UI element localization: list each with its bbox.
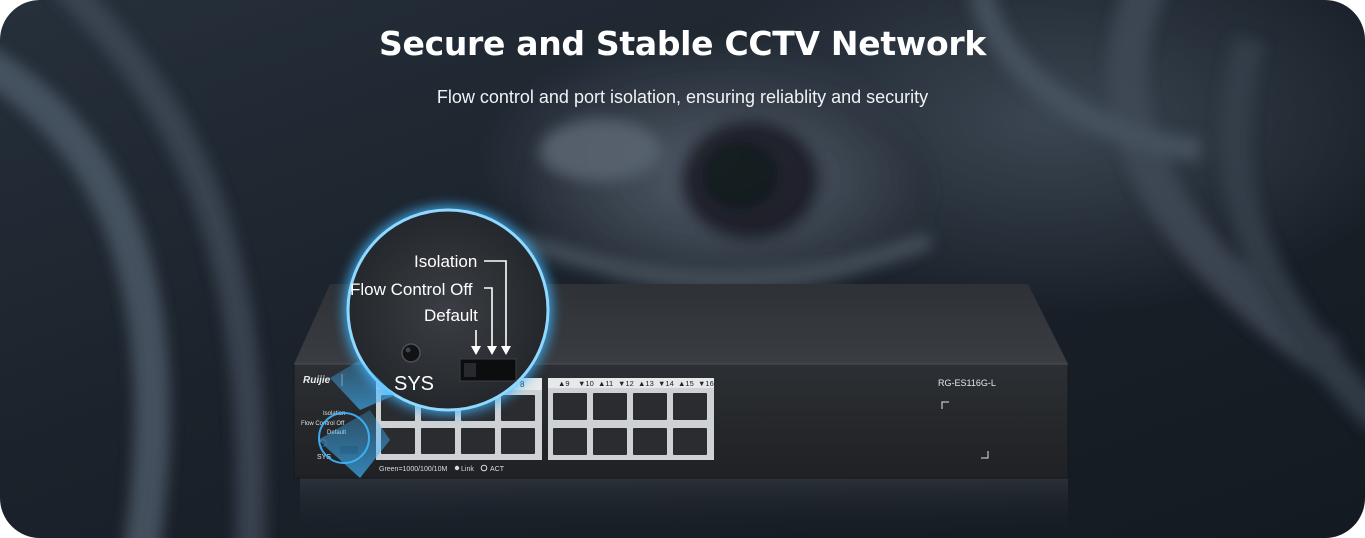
sys-led-icon	[401, 343, 421, 363]
ethernet-port	[593, 393, 627, 420]
port-label: ▲13	[638, 379, 654, 388]
port-label: ▼12	[618, 379, 634, 388]
port-label: ▼16	[698, 379, 714, 388]
corner-mark	[981, 451, 989, 459]
zoom-flow-control-label: Flow Control Off	[350, 280, 473, 299]
switch-reflection	[300, 478, 1068, 538]
legend-speed: Green=1000/100/10M	[379, 466, 447, 473]
page-title: Secure and Stable CCTV Network	[379, 24, 986, 63]
page-subtitle: Flow control and port isolation, ensurin…	[436, 87, 929, 107]
port-label: ▲15	[678, 379, 694, 388]
ethernet-port	[421, 428, 455, 454]
ethernet-port	[673, 428, 707, 455]
brand-logo: Ruijie	[303, 375, 331, 386]
port-label: ▲11	[598, 379, 613, 388]
ethernet-port	[501, 428, 535, 454]
ethernet-port	[501, 395, 535, 421]
ethernet-port	[633, 428, 667, 455]
model-label: RG-ES116G-L	[938, 378, 996, 388]
ethernet-port	[593, 428, 627, 455]
flow-leader-line	[484, 287, 493, 350]
zoom-beam	[318, 410, 390, 478]
ethernet-port	[673, 393, 707, 420]
small-sys-label: SYS	[317, 454, 331, 461]
port-group-9-16: ▲9 ▼10 ▲11 ▼12 ▲13 ▼14 ▲15 ▼16	[548, 378, 714, 460]
ethernet-port	[381, 428, 415, 454]
port-group-tag: 8	[520, 380, 525, 389]
link-dot-icon	[454, 465, 460, 471]
isolation-leader-line	[484, 260, 507, 350]
ethernet-port	[633, 393, 667, 420]
arrow-down-icon	[471, 346, 481, 355]
zoom-default-label: Default	[424, 306, 478, 325]
zoom-sys-label: SYS	[394, 373, 434, 395]
ethernet-port	[461, 428, 495, 454]
port-label: ▼10	[578, 379, 594, 388]
act-icon	[480, 464, 488, 472]
zoom-source-ring	[318, 412, 370, 464]
corner-mark	[941, 401, 949, 409]
ethernet-port	[553, 428, 587, 455]
legend-act: ACT	[490, 466, 505, 473]
arrow-down-icon	[501, 346, 511, 355]
arrow-down-icon	[487, 346, 497, 355]
zoom-isolation-label: Isolation	[414, 252, 477, 271]
port-label: ▼14	[658, 379, 674, 388]
ethernet-port	[553, 393, 587, 420]
legend-link: Link	[461, 466, 474, 473]
port-label: ▲9	[558, 379, 570, 388]
